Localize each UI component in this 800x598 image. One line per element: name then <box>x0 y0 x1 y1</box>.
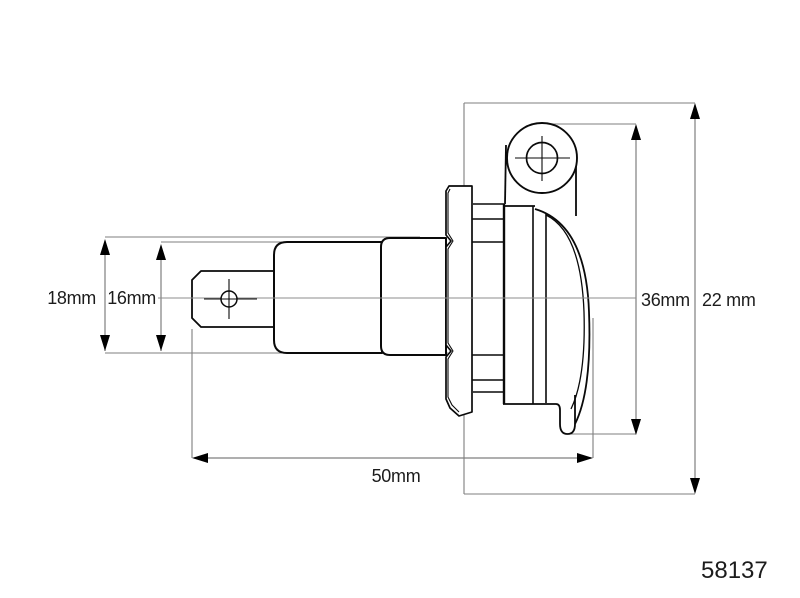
neck <box>472 203 504 393</box>
arrowheads <box>100 103 700 494</box>
body-18mm <box>380 237 447 356</box>
dim-label-22mm: 22 mm <box>702 290 756 310</box>
dim-label-16mm: 16mm <box>107 288 156 308</box>
dim-label-36mm: 36mm <box>641 290 690 310</box>
part-number: 58137 <box>701 557 768 584</box>
tip-hole-crosshair <box>204 279 257 319</box>
socket-body <box>502 204 591 425</box>
ear-hole-crosshair <box>515 136 570 181</box>
plug-tip-hole <box>204 279 257 319</box>
dim-label-50mm: 50mm <box>371 466 421 486</box>
spring-contact <box>555 395 576 435</box>
extension-lines <box>105 102 695 495</box>
gasket-flange <box>445 185 473 417</box>
mounting-ear <box>506 122 578 194</box>
dim-label-18mm: 18mm <box>47 288 96 308</box>
